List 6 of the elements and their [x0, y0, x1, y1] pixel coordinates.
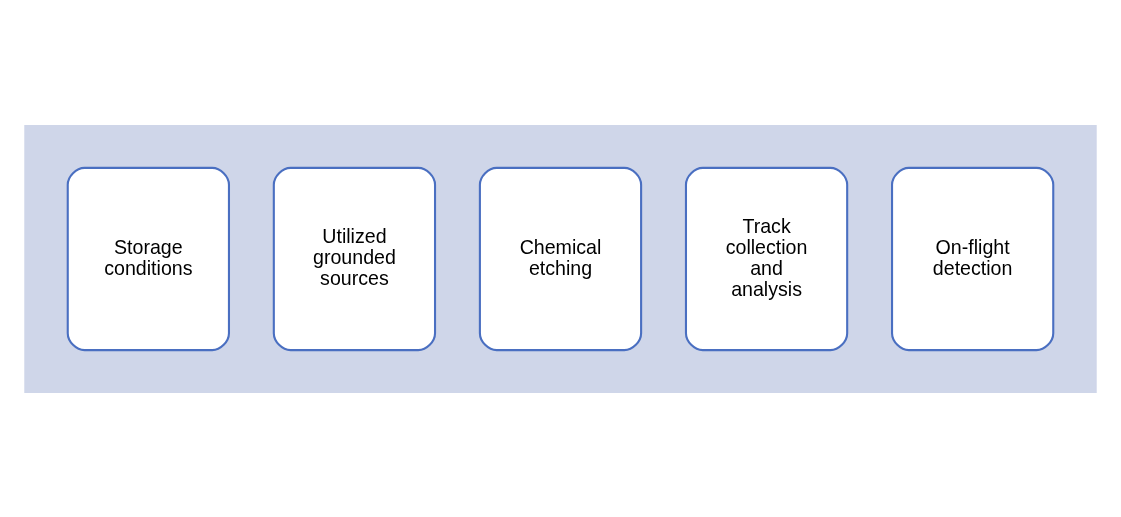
cluster	[24, 124, 1097, 393]
node-box: Track collection and analysis	[684, 166, 849, 351]
node-box: On-flight detection	[891, 166, 1055, 351]
node-box: Chemical etching	[478, 166, 643, 351]
node-box: Utilized grounded sources	[272, 166, 437, 351]
node-box: Storage conditions	[66, 166, 230, 351]
